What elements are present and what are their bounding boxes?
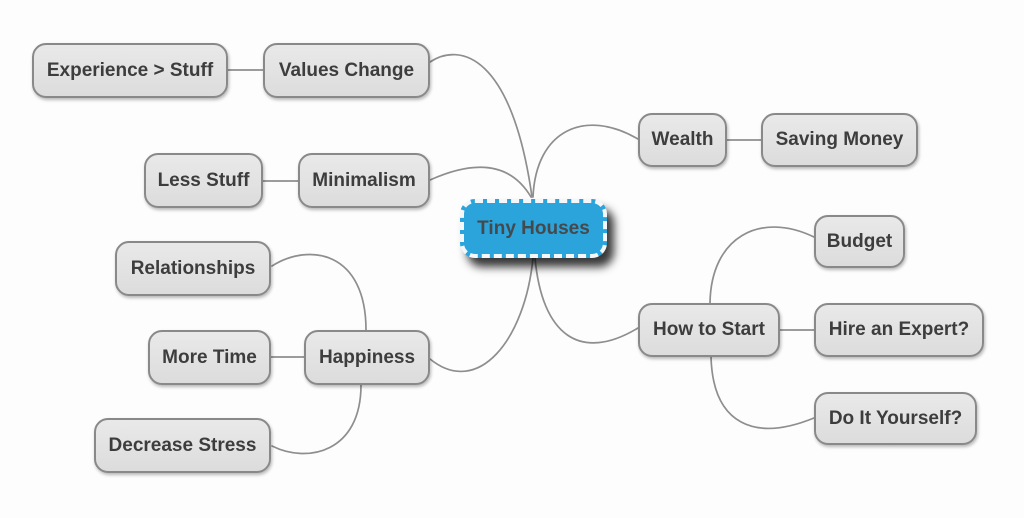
edge-center-wealth <box>532 124 639 198</box>
edge-decrease-happiness <box>271 384 362 455</box>
edge-values-center <box>429 53 533 198</box>
node-happiness[interactable]: Happiness <box>304 330 430 385</box>
edge-center-howtostart <box>534 257 639 344</box>
node-label: Wealth <box>651 129 714 150</box>
edge-center-happiness <box>429 257 534 373</box>
node-more-time[interactable]: More Time <box>148 330 271 385</box>
node-label: Budget <box>826 230 893 252</box>
node-hire-an-expert[interactable]: Hire an Expert? <box>814 303 984 357</box>
node-less-stuff[interactable]: Less Stuff <box>144 153 263 208</box>
node-label: Values Change <box>278 59 415 81</box>
edge-minimalism-center <box>429 166 532 198</box>
node-label: Decrease Stress <box>108 434 257 456</box>
node-label: Experience > Stuff <box>46 59 214 81</box>
node-label: Hire an Expert? <box>828 319 970 340</box>
edge-howtostart-diy <box>710 356 815 430</box>
node-decrease-stress[interactable]: Decrease Stress <box>94 418 271 473</box>
node-how-to-start[interactable]: How to Start <box>638 303 780 357</box>
node-budget[interactable]: Budget <box>814 215 905 268</box>
node-label: How to Start <box>653 319 765 340</box>
node-minimalism[interactable]: Minimalism <box>298 153 430 208</box>
edge-relationships-happiness <box>271 253 367 331</box>
node-tiny-houses-center[interactable]: Tiny Houses <box>460 199 607 258</box>
node-experience-stuff[interactable]: Experience > Stuff <box>32 43 228 98</box>
node-label: Saving Money <box>775 129 904 150</box>
node-saving-money[interactable]: Saving Money <box>761 113 918 167</box>
node-label: Do It Yourself? <box>828 407 963 429</box>
node-label: More Time <box>162 346 257 368</box>
node-label: Happiness <box>318 346 416 368</box>
node-label: Relationships <box>130 257 256 279</box>
node-wealth[interactable]: Wealth <box>638 113 727 167</box>
node-label: Less Stuff <box>157 169 250 191</box>
edge-howtostart-budget <box>709 226 815 304</box>
node-relationships[interactable]: Relationships <box>115 241 271 296</box>
center-node-label: Tiny Houses <box>477 217 590 239</box>
node-do-it-yourself[interactable]: Do It Yourself? <box>814 392 977 445</box>
node-values-change[interactable]: Values Change <box>263 43 430 98</box>
node-label: Minimalism <box>312 169 416 191</box>
